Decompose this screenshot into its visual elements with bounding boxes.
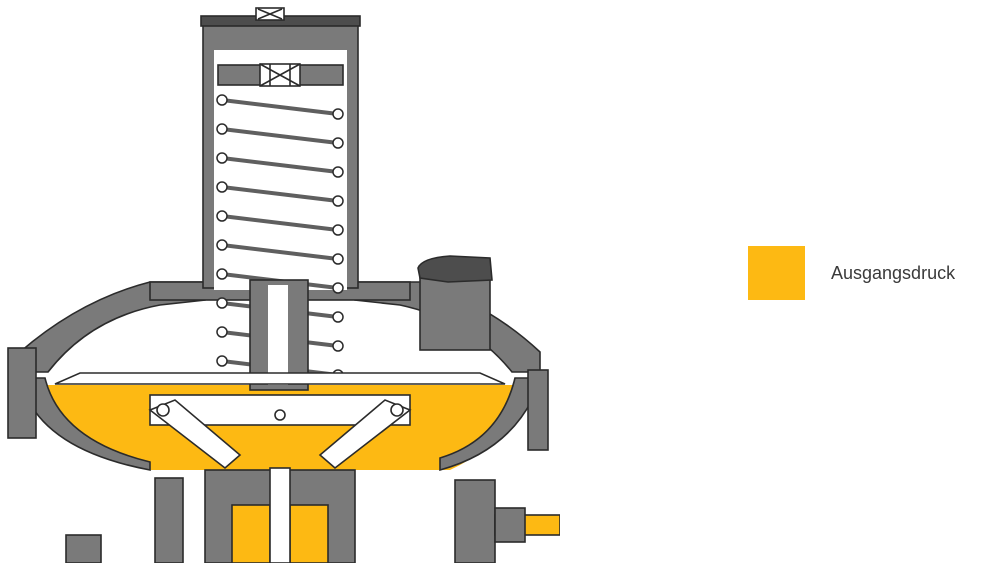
lever-pivot-right bbox=[390, 403, 404, 417]
lower-housing-shell bbox=[27, 377, 151, 471]
legend: Ausgangsdruck bbox=[748, 246, 955, 300]
valve-seat-left bbox=[231, 504, 271, 563]
spring-coil-section bbox=[216, 326, 228, 338]
spring-coil-section bbox=[332, 137, 344, 149]
housing-foot-right bbox=[454, 479, 496, 563]
valve-seat-right bbox=[289, 504, 329, 563]
valve-spindle bbox=[269, 467, 291, 563]
centre-pin bbox=[274, 409, 286, 421]
spring-coil-section bbox=[332, 311, 344, 323]
spring-coil-section bbox=[216, 268, 228, 280]
spring-coil-section bbox=[332, 253, 344, 265]
spring-coil-section bbox=[216, 297, 228, 309]
spring-coil-section bbox=[216, 239, 228, 251]
spring-coil-section bbox=[216, 123, 228, 135]
adjusting-screw-cross bbox=[259, 63, 301, 87]
spring-coil-section bbox=[216, 210, 228, 222]
lever-right bbox=[318, 399, 412, 470]
spring-coil-section bbox=[332, 166, 344, 178]
adjustment-nut-cross bbox=[257, 8, 283, 20]
flange-bolt-right bbox=[527, 369, 549, 451]
spring-coil-section bbox=[332, 195, 344, 207]
diaphragm bbox=[54, 372, 506, 385]
spring-coil-section bbox=[216, 355, 228, 367]
legend-label-outlet-pressure: Ausgangsdruck bbox=[831, 262, 956, 283]
housing-foot-left bbox=[154, 477, 184, 563]
lever-left bbox=[148, 399, 242, 470]
spring-coil-section bbox=[216, 152, 228, 164]
spring-coil bbox=[221, 214, 339, 232]
spring-coil bbox=[221, 243, 339, 261]
vent-cap-icon bbox=[417, 255, 493, 283]
base-block-left bbox=[65, 534, 102, 563]
spring-coil bbox=[221, 185, 339, 203]
spring-coil bbox=[221, 127, 339, 145]
lever-pivot-left bbox=[156, 403, 170, 417]
spring-coil bbox=[221, 98, 339, 116]
outlet-nut bbox=[494, 507, 526, 543]
flange-bolt-left bbox=[7, 347, 37, 439]
spring-coil bbox=[221, 156, 339, 174]
valve-stem-slot bbox=[268, 285, 288, 385]
spring-coil-section bbox=[332, 340, 344, 352]
legend-swatch-outlet-pressure bbox=[748, 246, 805, 300]
vent-body bbox=[419, 269, 491, 351]
spring-coil-section bbox=[216, 94, 228, 106]
pressure-regulator-cross-section bbox=[7, 7, 560, 563]
spring-coil-section bbox=[216, 181, 228, 193]
spring-coil-section bbox=[332, 224, 344, 236]
spring-coil-section bbox=[332, 108, 344, 120]
lower-housing-shell-right bbox=[439, 377, 533, 472]
spring-coil-section bbox=[332, 282, 344, 294]
